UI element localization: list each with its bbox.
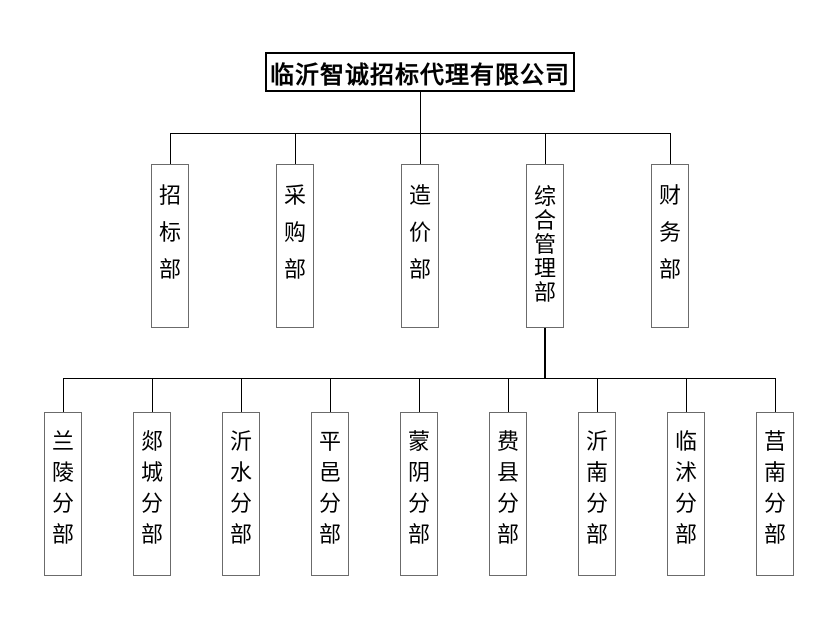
connector-drop-branch-6	[508, 378, 509, 412]
branch-box-junan: 莒南分部	[756, 412, 794, 576]
connector-drop-branch-4	[330, 378, 331, 412]
branch-box-feixian: 费县分部	[489, 412, 527, 576]
department-box-bidding: 招标部	[151, 164, 189, 328]
branch-box-lanling: 兰陵分部	[44, 412, 82, 576]
connector-drop-branch-1	[63, 378, 64, 412]
connector-drop-branch-2	[152, 378, 153, 412]
connector-drop-dept-1	[170, 133, 171, 164]
branch-box-mengyin: 蒙阴分部	[400, 412, 438, 576]
connector-drop-dept-5	[670, 133, 671, 164]
department-box-cost: 造价部	[401, 164, 439, 328]
company-title-box: 临沂智诚招标代理有限公司	[265, 52, 575, 92]
connector-drop-branch-8	[686, 378, 687, 412]
branch-box-yishui: 沂水分部	[222, 412, 260, 576]
connector-drop-branch-7	[597, 378, 598, 412]
connector-drop-dept-4	[545, 133, 546, 164]
connector-drop-dept-2	[295, 133, 296, 164]
connector-drop-branch-5	[419, 378, 420, 412]
department-box-procurement: 采购部	[276, 164, 314, 328]
connector-title-drop	[420, 92, 421, 133]
branch-box-tancheng: 郯城分部	[133, 412, 171, 576]
department-box-finance: 财务部	[651, 164, 689, 328]
company-title: 临沂智诚招标代理有限公司	[270, 61, 570, 89]
branch-box-linshu: 临沭分部	[667, 412, 705, 576]
connector-drop-branch-9	[775, 378, 776, 412]
connector-management-drop	[544, 328, 546, 378]
connector-drop-branch-3	[241, 378, 242, 412]
branch-box-yinan: 沂南分部	[578, 412, 616, 576]
connector-drop-dept-3	[420, 133, 421, 164]
branch-box-pingyi: 平邑分部	[311, 412, 349, 576]
department-box-general-management: 综合管理部	[526, 164, 564, 328]
